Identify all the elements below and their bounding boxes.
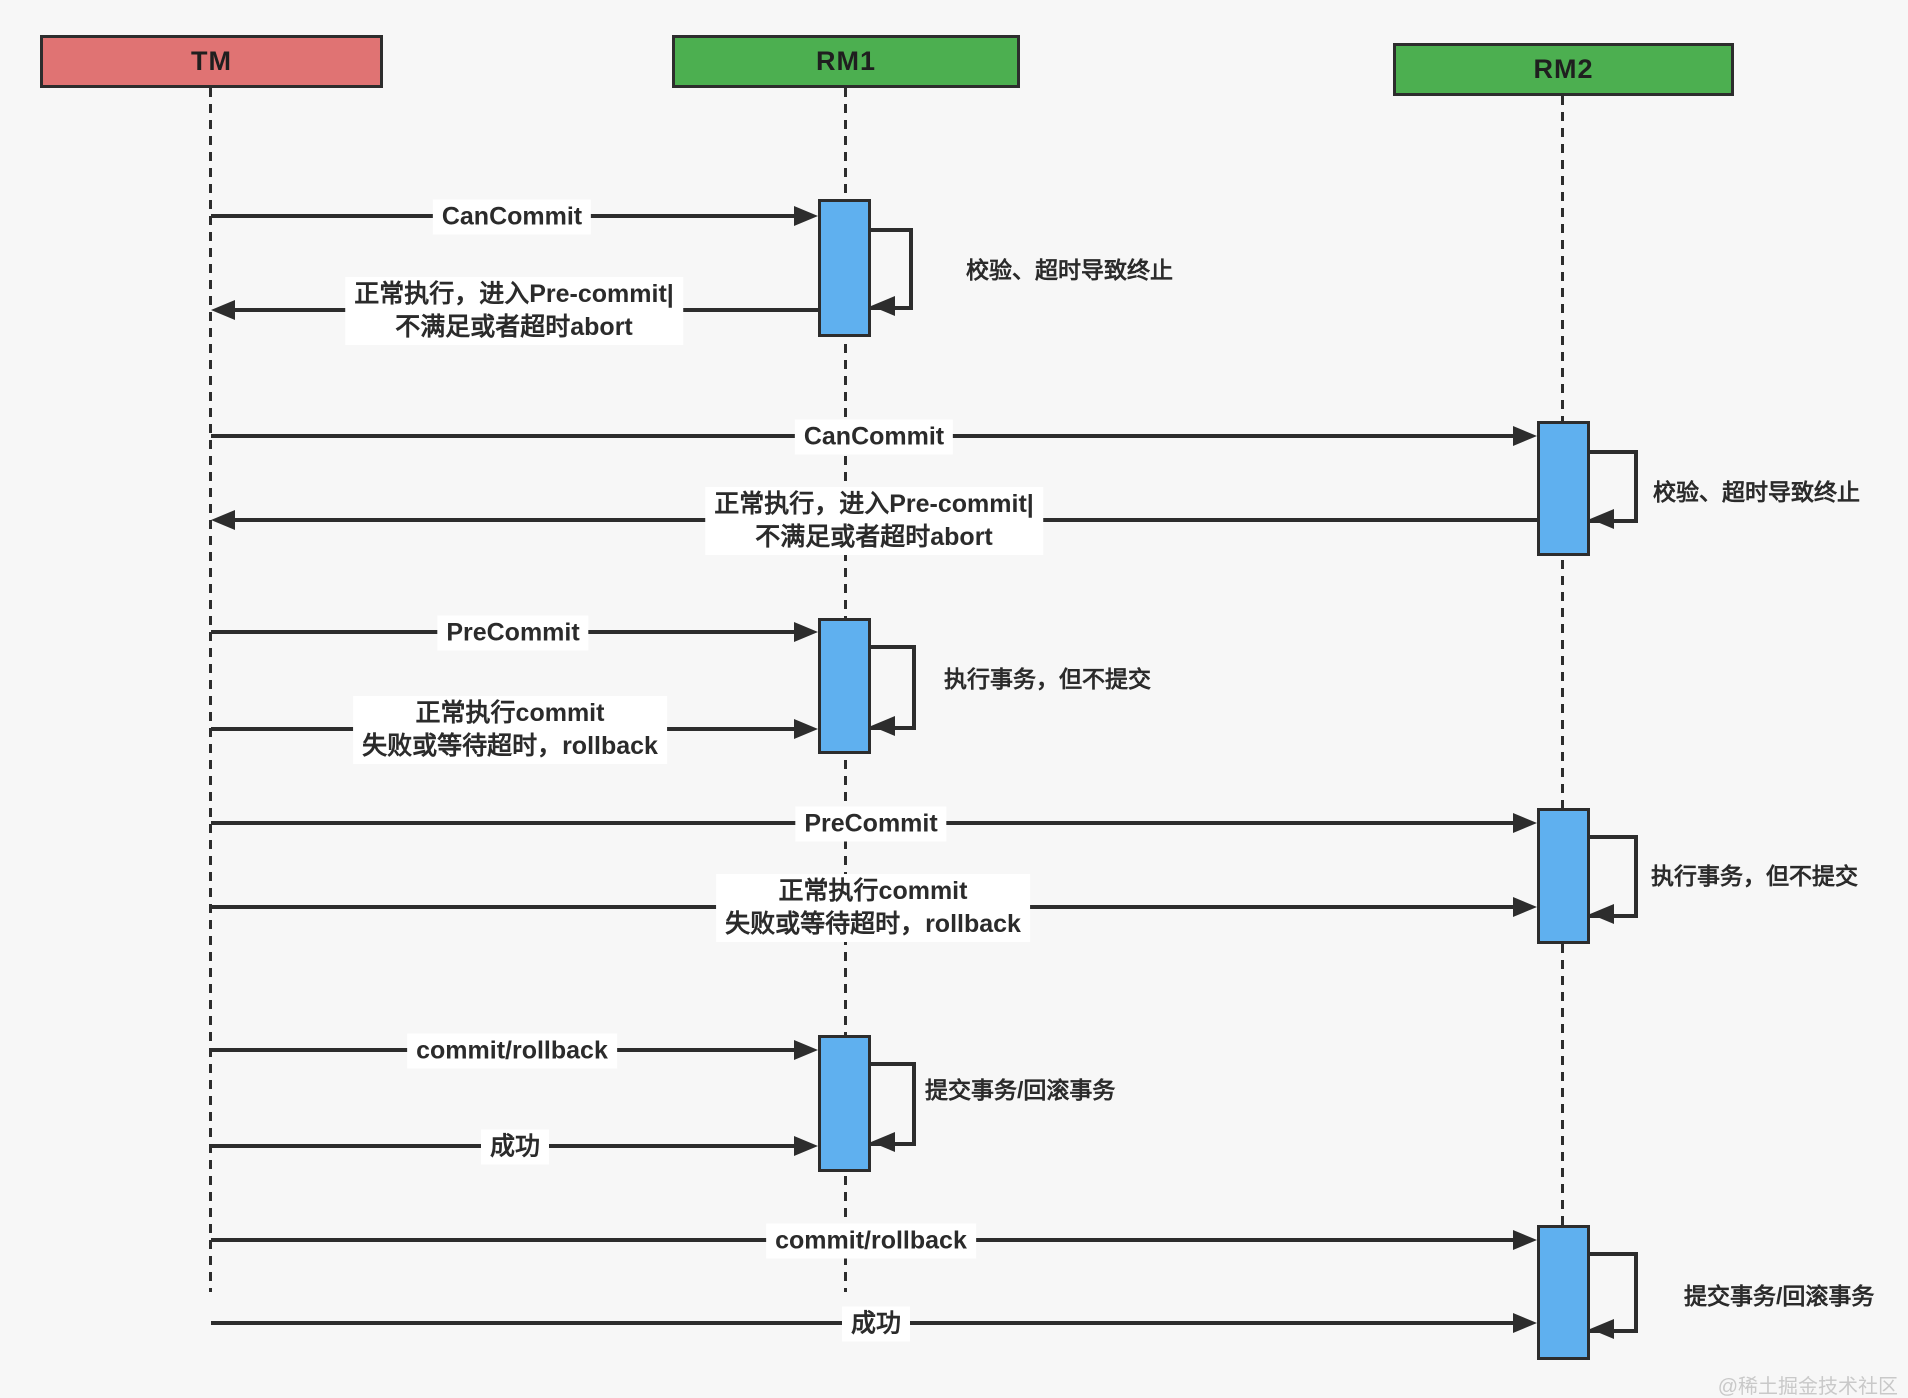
actor-header-tm: TM (40, 35, 383, 88)
arrowhead-right-icon (1513, 426, 1537, 446)
message-label-line: 不满足或者超时abort (755, 523, 993, 551)
actor-header-rm2: RM2 (1393, 43, 1734, 96)
message-label: CanCommit (794, 419, 954, 455)
message-label: 正常执行commit 失败或等待超时，rollback (353, 696, 667, 764)
message-label-line: 正常执行commit (778, 877, 968, 905)
activation-rm1-cancommit (818, 199, 871, 337)
message-label-line: 正常执行commit (415, 699, 605, 727)
message-label: commit/rollback (407, 1033, 617, 1069)
message-label: 正常执行commit 失败或等待超时，rollback (716, 874, 1030, 942)
note-execute-rm2: 执行事务，但不提交 (1651, 863, 1858, 889)
note-execute-rm1: 执行事务，但不提交 (944, 666, 1151, 692)
message-label: 正常执行，进入Pre-commit| 不满足或者超时abort (345, 277, 683, 345)
arrowhead-left-icon (211, 300, 235, 320)
message-label: 成功 (480, 1129, 550, 1165)
message-label-line: 正常执行，进入Pre-commit| (714, 490, 1034, 518)
self-loop-rm2-precommit (1590, 835, 1638, 918)
message-label-line: 正常执行，进入Pre-commit| (354, 280, 674, 308)
message-label: 成功 (841, 1306, 911, 1342)
actor-header-rm1: RM1 (672, 35, 1020, 88)
arrowhead-right-icon (1513, 1230, 1537, 1250)
activation-rm2-commit (1537, 1225, 1590, 1360)
actor-label-tm: TM (191, 46, 232, 76)
arrowhead-right-icon (1513, 897, 1537, 917)
note-validate-rm1: 校验、超时导致终止 (966, 257, 1173, 283)
self-loop-rm2-cancommit (1590, 450, 1638, 523)
activation-rm2-precommit (1537, 808, 1590, 944)
watermark: @稀土掘金技术社区 (1717, 1376, 1898, 1398)
message-label: commit/rollback (766, 1223, 976, 1259)
arrowhead-left-icon (1590, 904, 1614, 924)
arrowhead-right-icon (794, 1040, 818, 1060)
arrowhead-left-icon (871, 1132, 895, 1152)
actor-label-rm2: RM2 (1533, 54, 1594, 84)
arrowhead-left-icon (1590, 509, 1614, 529)
message-label: 正常执行，进入Pre-commit| 不满足或者超时abort (705, 487, 1043, 555)
activation-rm1-commit (818, 1035, 871, 1172)
arrowhead-right-icon (794, 206, 818, 226)
message-label: PreCommit (795, 806, 947, 842)
activation-rm2-cancommit (1537, 421, 1590, 556)
arrowhead-right-icon (794, 1136, 818, 1156)
note-commit-rm1: 提交事务/回滚事务 (925, 1077, 1116, 1103)
message-label: PreCommit (437, 615, 589, 651)
arrowhead-left-icon (871, 716, 895, 736)
arrowhead-right-icon (1513, 813, 1537, 833)
arrowhead-right-icon (794, 719, 818, 739)
actor-label-rm1: RM1 (815, 46, 876, 76)
self-loop-rm2-commit (1590, 1252, 1638, 1333)
arrowhead-right-icon (794, 622, 818, 642)
activation-rm1-precommit (818, 618, 871, 754)
lifeline-tm (209, 88, 212, 1292)
note-validate-rm2: 校验、超时导致终止 (1653, 479, 1860, 505)
note-commit-rm2: 提交事务/回滚事务 (1684, 1283, 1875, 1309)
message-label: CanCommit (432, 199, 592, 235)
arrowhead-left-icon (211, 510, 235, 530)
message-label-line: 不满足或者超时abort (395, 313, 633, 341)
arrowhead-left-icon (871, 296, 895, 316)
lifeline-rm2 (1561, 96, 1564, 1360)
arrowhead-right-icon (1513, 1313, 1537, 1333)
message-label-line: 失败或等待超时，rollback (362, 732, 658, 760)
arrowhead-left-icon (1590, 1319, 1614, 1339)
message-label-line: 失败或等待超时，rollback (725, 910, 1021, 938)
